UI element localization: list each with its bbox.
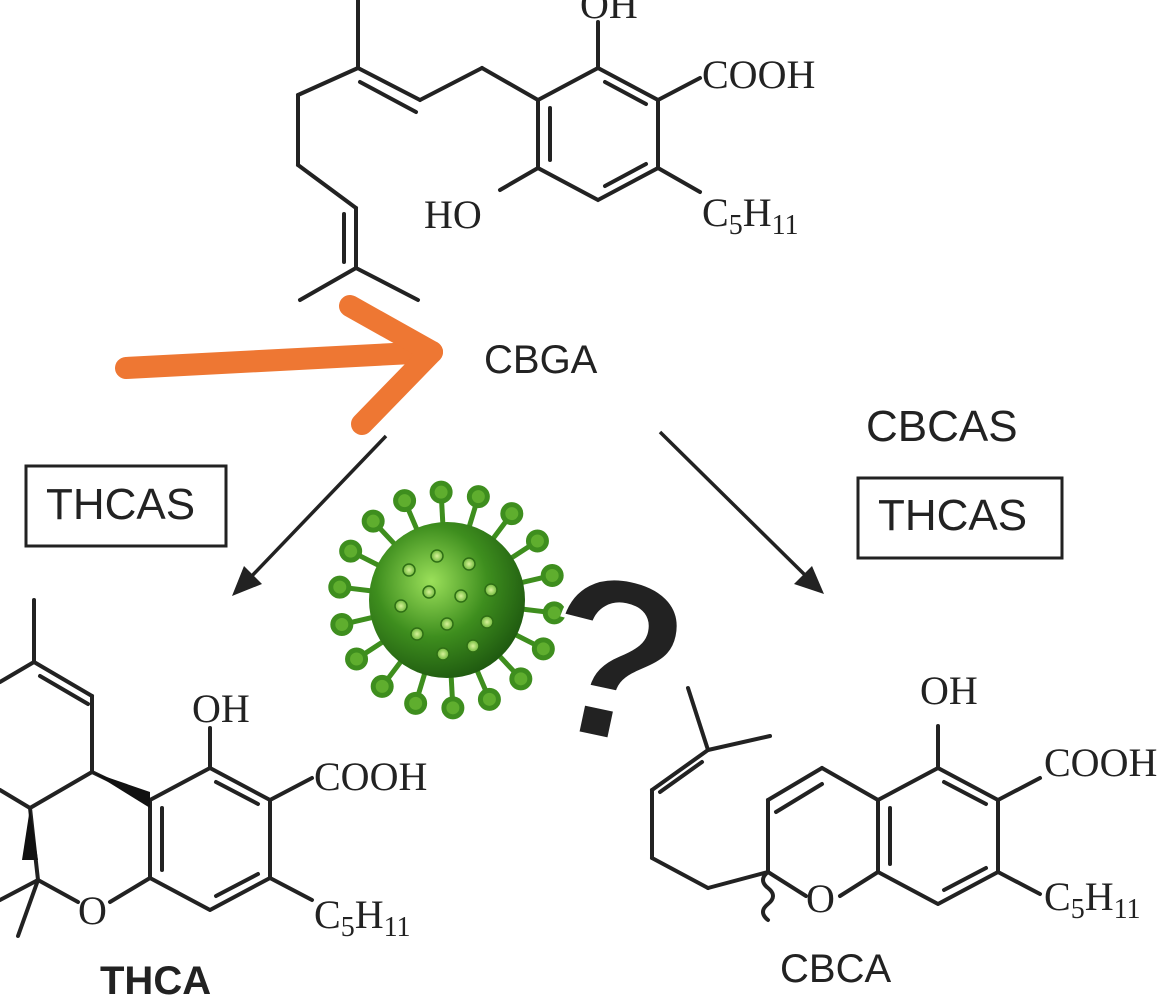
thcas-right-box [856,476,1064,560]
thcas-left-box [24,464,228,548]
cbca-structure [650,686,1042,922]
coronavirus-icon [328,480,566,720]
virus-spike-tip [477,687,501,711]
thcas-left-label: THCAS [46,480,195,529]
cbga-structure [296,0,702,302]
virus-surface-dot [462,557,476,571]
cbga-c5h11-label: C5H11 [702,190,799,241]
virus-surface-dot [454,589,468,603]
virus-spike-tip [509,667,533,691]
virus-spike-tip [542,601,566,625]
virus-spike-tip [531,637,555,661]
cbga-name-label: CBGA [484,338,598,382]
virus-surface-dot [402,563,416,577]
virus-spike-tip [500,502,524,526]
virus-spike-tip [441,696,465,720]
virus-body [369,522,525,678]
virus-spike-tip [370,674,394,698]
virus-surface-dot [480,615,494,629]
virus-surface-dot [440,617,454,631]
thca-cooh-label: COOH [314,754,427,799]
virus-spike-tip [339,539,363,563]
virus-spike-tip [404,691,428,715]
virus-spike-tip [330,613,354,637]
virus-spike-tip [466,485,490,509]
virus-surface-dots [394,549,498,661]
cbca-oh-label: OH [920,668,978,713]
cbca-o-label: O [806,876,835,921]
virus-surface-dot [484,583,498,597]
thca-o-label: O [78,888,107,933]
cbga-oh-label: OH [580,0,638,27]
cbga-cooh-label: COOH [702,52,815,97]
virus-spike-tip [361,509,385,533]
virus-surface-dot [430,549,444,563]
cbca-labels: OH COOH O C5H11 CBCA [780,668,1157,991]
cbca-name-label: CBCA [780,947,891,991]
virus-surface-dot [410,627,424,641]
virus-surface-dot [422,585,436,599]
cbga-ho-label: HO [424,192,482,237]
question-mark-overlay: ? [517,517,712,802]
question-mark: ? [519,519,710,800]
cbga-labels: OH COOH HO C5H11 CBGA [424,0,815,382]
virus-surface-dot [466,639,480,653]
virus-spike-tip [328,575,352,599]
orange-arrow-overlay [115,295,443,435]
virus-spike-tip [393,489,417,513]
virus-spike-tip [525,529,549,553]
virus-spike-tip [345,647,369,671]
cbca-c5h11-label: C5H11 [1044,874,1141,925]
thca-labels: OH COOH O C5H11 THCA [78,686,427,998]
thcas-right-label: THCAS [878,491,1027,540]
virus-surface-dot [436,647,450,661]
thca-c5h11-label: C5H11 [314,892,411,943]
reaction-arrows [232,430,824,596]
virus-spike-tip [429,480,453,504]
thca-oh-label: OH [192,686,250,731]
enzyme-labels: THCAS CBCAS THCAS [24,402,1064,560]
virus-spike-tip [540,563,564,587]
cbca-cooh-label: COOH [1044,740,1157,785]
thca-structure [0,598,314,938]
thca-wedges [22,772,150,860]
cbcas-label: CBCAS [866,402,1018,451]
thca-name-label: THCA [100,959,211,998]
virus-surface-dot [394,599,408,613]
